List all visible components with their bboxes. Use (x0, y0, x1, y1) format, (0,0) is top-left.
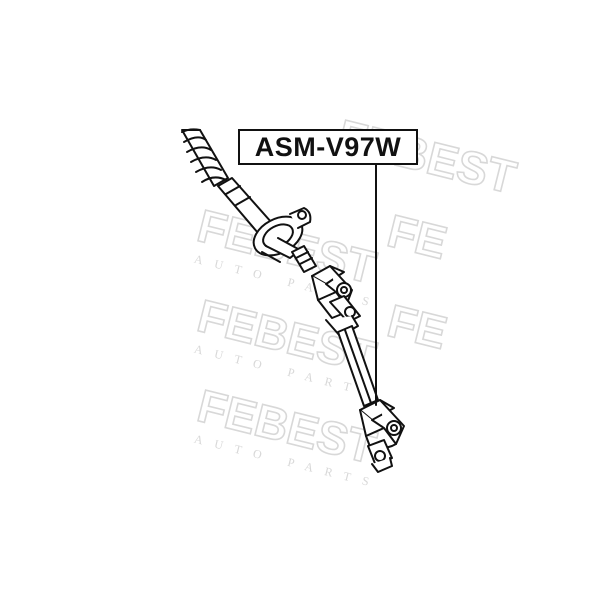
lower-universal-joint (359, 399, 405, 473)
rack-boot (181, 128, 229, 187)
part-number-text: ASM-V97W (254, 131, 402, 162)
part-number-label: ASM-V97W (238, 129, 418, 165)
shaft-flange (252, 207, 312, 263)
upper-universal-joint (311, 265, 361, 337)
svg-text:FE: FE (383, 294, 453, 359)
watermark-layer: FEBEST AUTO PARTS FEBEST AUTO PARTS FEBE… (192, 108, 522, 491)
watermark-logo: FE (382, 293, 453, 359)
svg-text:FE: FE (383, 204, 453, 269)
steering-shaft-drawing (181, 128, 405, 473)
watermark-logo: FE (382, 203, 453, 269)
connecting-stub (291, 245, 317, 273)
